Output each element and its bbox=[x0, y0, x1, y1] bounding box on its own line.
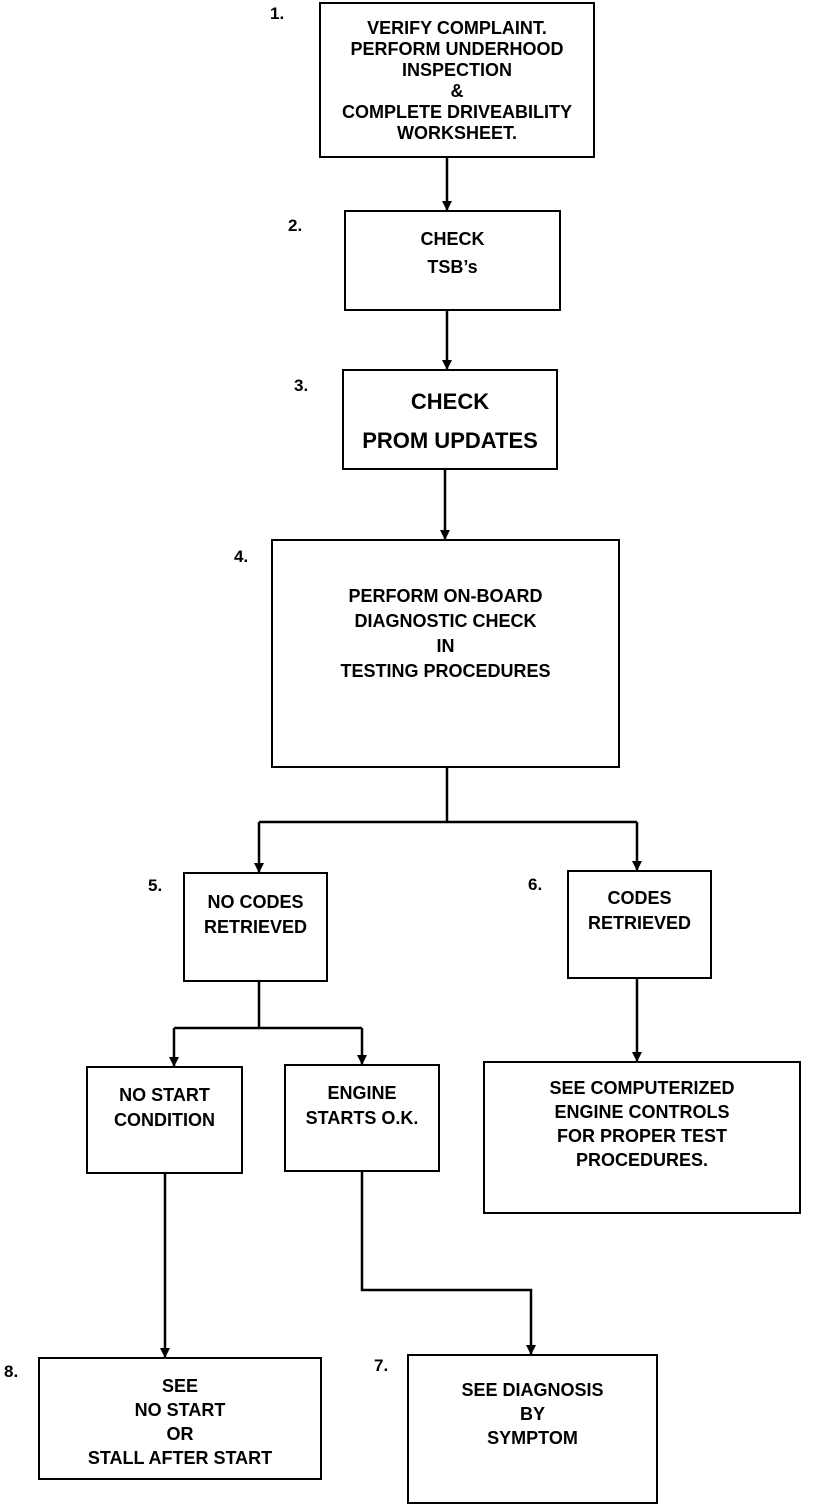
step-1-line-6: WORKSHEET. bbox=[396, 123, 517, 143]
step-7-line-2: BY bbox=[519, 1404, 545, 1424]
step-5-line-2: RETRIEVED bbox=[203, 917, 308, 937]
step-2-number: 2. bbox=[288, 216, 303, 235]
step-1-box: VERIFY COMPLAINT. PERFORM UNDERHOOD INSP… bbox=[319, 2, 595, 158]
step-4-line-1: PERFORM ON-BOARD bbox=[348, 585, 543, 606]
step-6-line-1: CODES bbox=[607, 888, 672, 908]
no-start-condition-box: NO START CONDITION bbox=[86, 1066, 243, 1174]
step-8-box: SEE NO START OR STALL AFTER START bbox=[38, 1357, 322, 1480]
step-3-number: 3. bbox=[294, 376, 309, 395]
step-4-line-2: DIAGNOSTIC CHECK bbox=[354, 610, 537, 631]
step-4-line-3: IN bbox=[436, 635, 455, 656]
step-2-box: CHECK TSB’s bbox=[344, 210, 561, 311]
step-8-line-2: NO START bbox=[134, 1399, 226, 1420]
step-6-line-2: RETRIEVED bbox=[587, 913, 692, 933]
step-4-line-4: TESTING PROCEDURES bbox=[340, 660, 551, 681]
arrow-starts-ok-to-7 bbox=[360, 1172, 536, 1355]
step-5-number: 5. bbox=[148, 876, 163, 895]
step-4-box: PERFORM ON-BOARD DIAGNOSTIC CHECK IN TES… bbox=[271, 539, 620, 768]
see-computerized-engine-controls-box: SEE COMPUTERIZED ENGINE CONTROLS FOR PRO… bbox=[483, 1061, 801, 1214]
step-7-number: 7. bbox=[374, 1356, 389, 1375]
step-2-line-2: TSB’s bbox=[427, 256, 478, 277]
step-6-number: 6. bbox=[528, 875, 543, 894]
see-computerized-line-1: SEE COMPUTERIZED bbox=[549, 1077, 735, 1098]
step-8-line-1: SEE bbox=[161, 1375, 199, 1396]
step-1-line-5: COMPLETE DRIVEABILITY bbox=[341, 102, 572, 122]
step-2-line-1: CHECK bbox=[420, 228, 485, 249]
see-computerized-line-4: PROCEDURES. bbox=[575, 1149, 709, 1170]
step-1-line-1: VERIFY COMPLAINT. bbox=[367, 18, 547, 38]
step-1-line-4: & bbox=[450, 81, 464, 101]
starts-ok-line-2: STARTS O.K. bbox=[305, 1108, 419, 1128]
step-3-line-2: PROM UPDATES bbox=[362, 427, 538, 453]
see-computerized-line-2: ENGINE CONTROLS bbox=[554, 1101, 730, 1122]
step-3-line-1: CHECK bbox=[410, 388, 490, 414]
step-7-line-3: SYMPTOM bbox=[487, 1428, 578, 1448]
step-1-number: 1. bbox=[270, 4, 285, 23]
step-4-number: 4. bbox=[234, 547, 249, 566]
step-8-line-3: OR bbox=[166, 1423, 194, 1444]
step-7-box: SEE DIAGNOSIS BY SYMPTOM bbox=[407, 1354, 658, 1504]
starts-ok-line-1: ENGINE bbox=[327, 1083, 397, 1103]
no-start-line-1: NO START bbox=[119, 1085, 210, 1105]
no-start-line-2: CONDITION bbox=[114, 1110, 215, 1130]
step-5-box: NO CODES RETRIEVED bbox=[183, 872, 328, 982]
step-5-line-1: NO CODES bbox=[207, 892, 304, 912]
step-3-box: CHECK PROM UPDATES bbox=[342, 369, 558, 470]
step-8-line-4: STALL AFTER START bbox=[87, 1447, 273, 1468]
step-7-line-1: SEE DIAGNOSIS bbox=[461, 1380, 604, 1400]
step-8-number: 8. bbox=[4, 1362, 19, 1381]
engine-starts-ok-box: ENGINE STARTS O.K. bbox=[284, 1064, 440, 1172]
see-computerized-line-3: FOR PROPER TEST bbox=[556, 1125, 727, 1146]
step-1-line-3: INSPECTION bbox=[401, 60, 512, 80]
step-1-line-2: PERFORM UNDERHOOD bbox=[350, 39, 564, 59]
step-6-box: CODES RETRIEVED bbox=[567, 870, 712, 979]
